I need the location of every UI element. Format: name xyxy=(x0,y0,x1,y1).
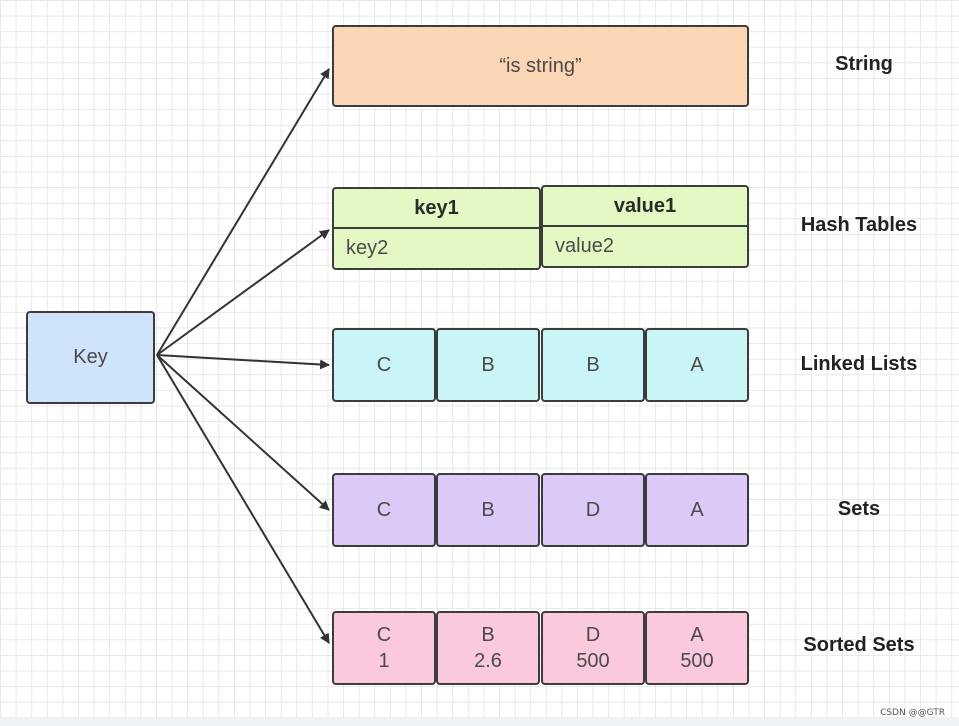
key-label: Key xyxy=(73,346,108,368)
linked-list-cell: B xyxy=(436,328,540,402)
string-type-label: String xyxy=(835,53,893,75)
sorted-set-cell: B 2.6 xyxy=(436,611,540,685)
bottom-strip xyxy=(0,718,959,726)
sorted-set-cell: C 1 xyxy=(332,611,436,685)
linked-list-cell: C xyxy=(332,328,436,402)
linked-list-cell: B xyxy=(541,328,645,402)
linked-list-cell: A xyxy=(645,328,749,402)
hash-value-column: value1 value2 xyxy=(541,185,749,268)
arrow-to-string xyxy=(156,68,330,356)
hash-key-column: key1 key2 xyxy=(332,187,541,270)
hash-cell-value: value2 xyxy=(555,235,614,257)
set-cell: C xyxy=(332,473,436,547)
sorted-set-member: B xyxy=(481,624,495,646)
arrow-to-hash xyxy=(156,229,330,356)
arrow-to-sets xyxy=(156,354,330,511)
sorted-set-score: 2.6 xyxy=(474,650,502,672)
hash-type-label: Hash Tables xyxy=(800,214,918,236)
sorted-set-cell: D 500 xyxy=(541,611,645,685)
hash-header-key: key1 xyxy=(334,189,539,229)
set-cell: A xyxy=(645,473,749,547)
linked-lists-type-label: Linked Lists xyxy=(800,353,918,375)
sorted-set-cell: A 500 xyxy=(645,611,749,685)
arrow-to-sorted-sets xyxy=(156,354,330,644)
sorted-set-member: C xyxy=(376,624,392,646)
set-cell: D xyxy=(541,473,645,547)
sets-type-label: Sets xyxy=(837,498,881,520)
arrow-to-linked-lists xyxy=(156,354,330,370)
hash-cell-key: key2 xyxy=(346,237,389,259)
sorted-set-score: 1 xyxy=(378,650,390,672)
string-node: “is string” xyxy=(332,25,749,107)
string-value: “is string” xyxy=(499,54,582,77)
sorted-set-score: 500 xyxy=(680,650,714,672)
hash-header-value: value1 xyxy=(543,187,747,227)
sorted-set-score: 500 xyxy=(576,650,610,672)
sorted-set-member: D xyxy=(585,624,601,646)
sorted-sets-type-label: Sorted Sets xyxy=(803,634,915,656)
key-node: Key xyxy=(26,311,155,404)
sorted-set-member: A xyxy=(690,624,704,646)
watermark: CSDN @@GTR xyxy=(880,708,945,718)
set-cell: B xyxy=(436,473,540,547)
